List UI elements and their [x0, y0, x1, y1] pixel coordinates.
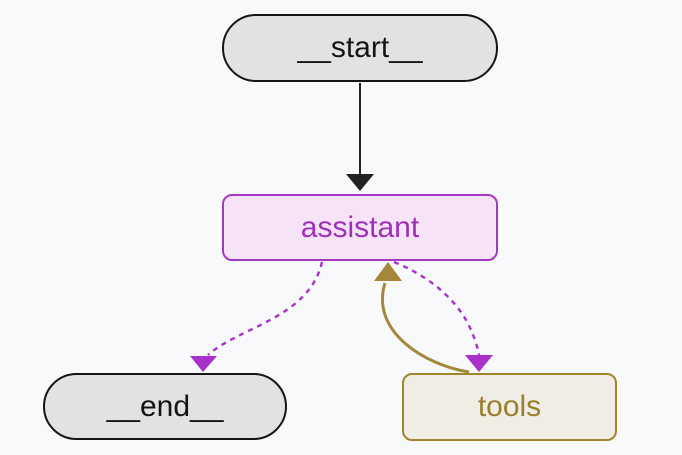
- node-end: __end__: [43, 373, 287, 440]
- node-assistant-label: assistant: [300, 210, 420, 244]
- node-tools: tools: [402, 373, 617, 441]
- node-start-label: __start__: [297, 31, 423, 64]
- edge-assistant-to-end: [190, 261, 324, 372]
- arrowhead-down-icon: [465, 355, 493, 372]
- node-end-label: __end__: [106, 389, 224, 423]
- arrowhead-down-icon: [346, 174, 374, 191]
- edge-start-to-assistant: [346, 83, 374, 191]
- edge-line: [381, 282, 470, 374]
- arrowhead-down-icon: [190, 356, 217, 372]
- edge-line: [207, 261, 324, 356]
- node-start: __start__: [222, 14, 498, 82]
- edge-tools-to-assistant: [374, 262, 470, 374]
- edge-line: [393, 260, 481, 356]
- edge-assistant-to-tools: [393, 260, 493, 372]
- arrowhead-up-icon: [374, 262, 402, 281]
- node-assistant: assistant: [222, 194, 498, 261]
- node-tools-label: tools: [477, 390, 542, 423]
